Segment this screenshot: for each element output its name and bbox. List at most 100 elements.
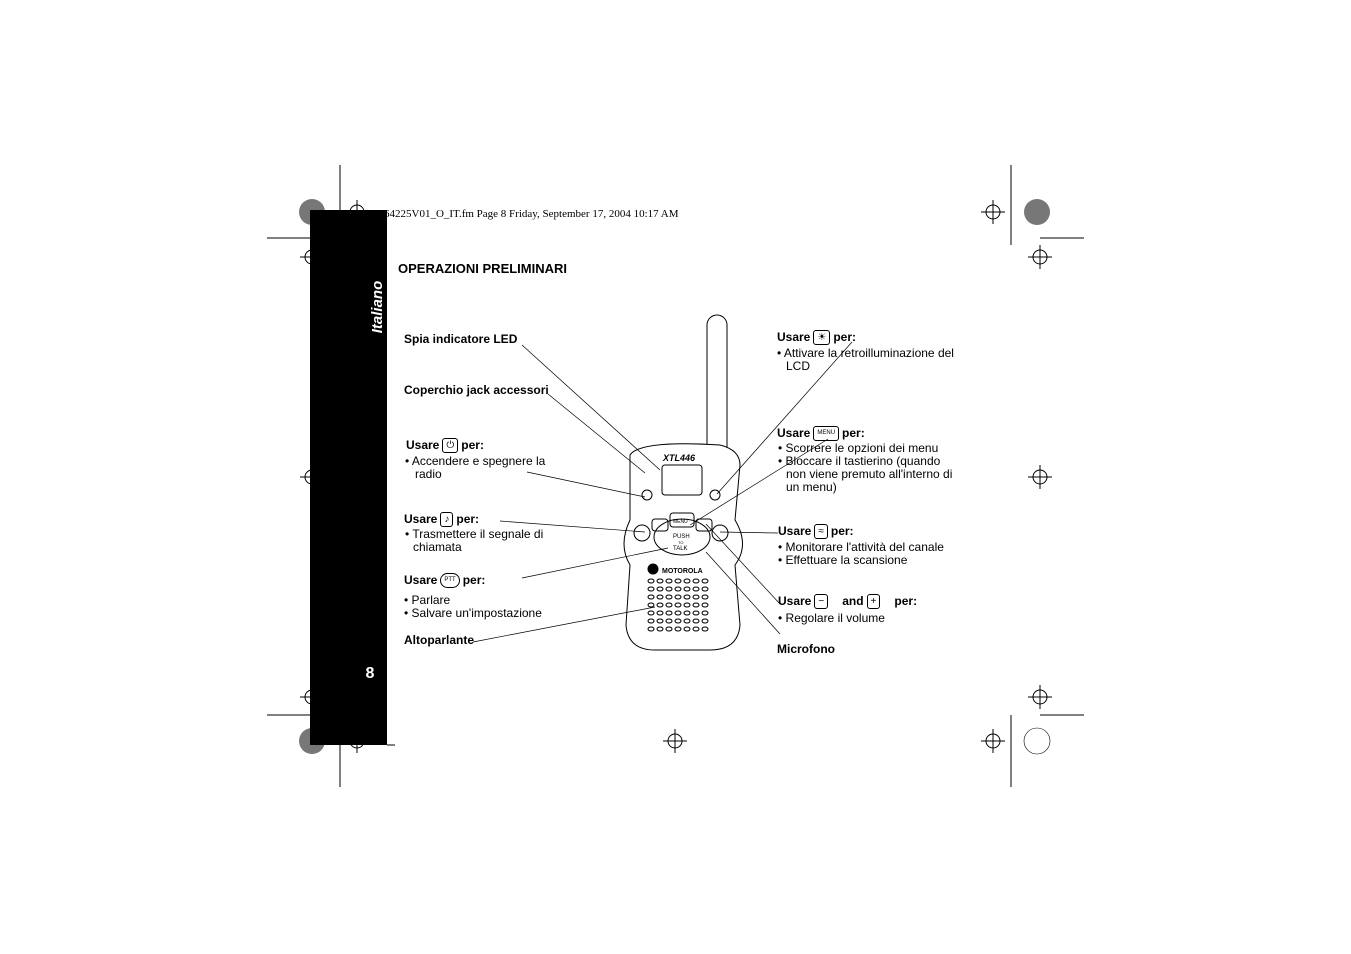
desc-line: non viene premuto all'interno di bbox=[786, 467, 953, 481]
use-word: Usare bbox=[777, 426, 811, 440]
grille-hole bbox=[647, 618, 655, 624]
microphone-label: Microfono bbox=[777, 642, 835, 656]
plus-button bbox=[695, 518, 713, 532]
call-button bbox=[633, 524, 651, 542]
light-button bbox=[709, 489, 721, 501]
power-button bbox=[641, 489, 653, 501]
ptt-label-2: TO bbox=[678, 540, 683, 545]
grille-hole bbox=[692, 602, 700, 608]
grille-hole bbox=[701, 578, 709, 584]
registration-disc bbox=[1023, 727, 1051, 755]
grille-hole bbox=[656, 626, 664, 632]
grille-hole bbox=[683, 578, 691, 584]
grille-hole bbox=[701, 586, 709, 592]
led-label: Spia indicatore LED bbox=[404, 332, 518, 346]
grille-hole bbox=[665, 602, 673, 608]
monitor-key-icon: ≈ bbox=[814, 524, 828, 540]
ptt-button bbox=[653, 518, 711, 556]
desc-line: • Scorrere le opzioni dei menu bbox=[778, 441, 939, 455]
per-word: per: bbox=[461, 438, 484, 452]
grille-hole bbox=[683, 618, 691, 624]
grille-hole bbox=[701, 610, 709, 616]
power-use-heading: Usare⏻per: bbox=[406, 438, 484, 454]
grille-hole bbox=[692, 586, 700, 592]
desc-line: chiamata bbox=[413, 540, 462, 554]
grille-hole bbox=[701, 594, 709, 600]
desc-line: • Attivare la retroilluminazione del bbox=[777, 346, 954, 360]
per-word: per: bbox=[842, 426, 865, 440]
ptt-description: • Parlare • Salvare un'impostazione bbox=[404, 594, 542, 620]
grille-hole bbox=[656, 602, 664, 608]
grille-hole bbox=[665, 586, 673, 592]
call-description: • Trasmettere il segnale di chiamata bbox=[405, 528, 543, 554]
per-word: per: bbox=[462, 573, 486, 587]
light-use-heading: Usare☀per: bbox=[777, 330, 856, 346]
grille-hole bbox=[692, 594, 700, 600]
grille-hole bbox=[665, 594, 673, 600]
per-word: per: bbox=[456, 512, 480, 526]
desc-line: • Accendere e spegnere la bbox=[405, 454, 546, 468]
desc-line: un menu) bbox=[786, 480, 837, 494]
menu-key-label: MENU bbox=[673, 519, 688, 525]
desc-line: • Salvare un'impostazione bbox=[404, 606, 542, 620]
menu-key-icon: MENU bbox=[813, 426, 840, 442]
grille-hole bbox=[656, 610, 664, 616]
grille-hole bbox=[647, 594, 655, 600]
grille-hole bbox=[674, 618, 682, 624]
grille-hole bbox=[692, 618, 700, 624]
motorola-logo-icon bbox=[647, 563, 659, 575]
language-tab bbox=[310, 210, 387, 745]
ptt-label-3: TALK bbox=[673, 546, 688, 552]
grille-hole bbox=[647, 586, 655, 592]
file-header: 64225V01_O_IT.fm Page 8 Friday, Septembe… bbox=[384, 208, 679, 220]
grille-hole bbox=[701, 626, 709, 632]
menu-button bbox=[669, 512, 695, 528]
call-key-icon: ♪ bbox=[440, 512, 454, 528]
grille-hole bbox=[665, 578, 673, 584]
model-label: XTL446 bbox=[662, 453, 696, 463]
minus-key-icon: − bbox=[814, 594, 829, 610]
desc-line: LCD bbox=[786, 359, 811, 373]
page-number: 8 bbox=[365, 665, 375, 682]
grille-hole bbox=[701, 618, 709, 624]
desc-line: • Monitorare l'attività del canale bbox=[778, 540, 944, 554]
page-title: OPERAZIONI PRELIMINARI bbox=[398, 261, 568, 276]
desc-line: • Effettuare la scansione bbox=[778, 553, 908, 567]
brand-label: MOTOROLA bbox=[662, 568, 703, 575]
monitor-description: • Monitorare l'attività del canale • Eff… bbox=[778, 541, 944, 567]
grille-hole bbox=[674, 626, 682, 632]
grille-hole bbox=[683, 594, 691, 600]
per-word: per: bbox=[830, 524, 854, 538]
volume-description: • Regolare il volume bbox=[778, 612, 885, 625]
monitor-use-heading: Usare≈per: bbox=[778, 524, 854, 540]
grille-hole bbox=[683, 602, 691, 608]
per-word: per: bbox=[833, 330, 856, 344]
light-description: • Attivare la retroilluminazione del LCD bbox=[777, 347, 954, 373]
desc-line: • Regolare il volume bbox=[778, 611, 885, 625]
grille-hole bbox=[674, 586, 682, 592]
speaker-grille bbox=[647, 578, 709, 632]
grille-hole bbox=[665, 626, 673, 632]
desc-line: radio bbox=[415, 467, 442, 481]
grille-hole bbox=[674, 602, 682, 608]
registration-disc bbox=[1024, 199, 1050, 225]
grille-hole bbox=[701, 602, 709, 608]
grille-hole bbox=[647, 602, 655, 608]
grille-hole bbox=[665, 618, 673, 624]
power-description: • Accendere e spegnere la radio bbox=[405, 455, 545, 481]
grille-hole bbox=[656, 618, 664, 624]
grille-hole bbox=[647, 578, 655, 584]
use-word: Usare bbox=[404, 573, 438, 587]
radio-illustration: XTL446 MOTOROLA MENU PUSH TO TALK bbox=[623, 314, 743, 651]
grille-hole bbox=[692, 610, 700, 616]
grille-hole bbox=[674, 610, 682, 616]
grille-hole bbox=[674, 578, 682, 584]
per-word: per: bbox=[894, 594, 918, 608]
menu-description: • Scorrere le opzioni dei menu • Bloccar… bbox=[778, 442, 952, 494]
call-use-heading: Usare♪per: bbox=[404, 512, 480, 528]
grille-hole bbox=[674, 594, 682, 600]
minus-button bbox=[651, 518, 669, 532]
grille-hole bbox=[683, 610, 691, 616]
